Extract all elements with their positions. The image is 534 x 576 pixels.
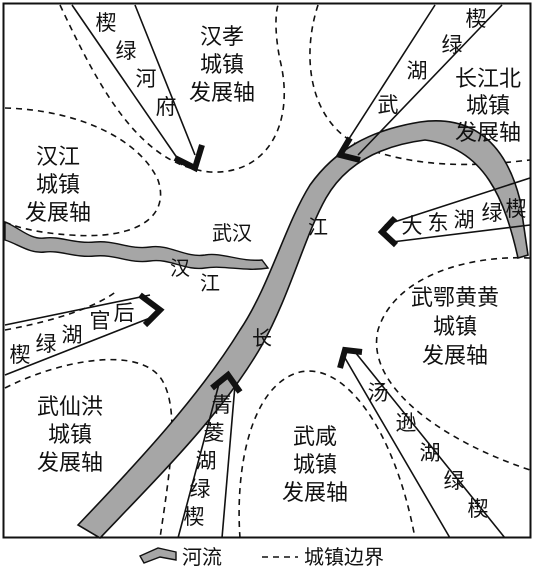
wedge-labels: 楔 绿 河 府 楔 绿 湖 武 大 东 湖 绿 楔 后 官 湖 绿 楔 青 菱 … xyxy=(10,7,527,529)
zone-hanxiao-line2: 城镇 xyxy=(200,53,244,78)
river-hanjiang xyxy=(4,220,270,270)
wedge-tangxunhu-char2: 逊 xyxy=(396,411,417,435)
wedge-tangxunhu-char3: 湖 xyxy=(420,441,441,465)
river-changjiang xyxy=(76,120,529,540)
boundary-wuxian xyxy=(238,370,416,539)
boundary-wuehuanghuang xyxy=(375,256,531,471)
zone-wuxianhong-line3: 发展轴 xyxy=(37,451,103,476)
wedge-houguanhu-arrow-icon xyxy=(138,292,165,328)
wedge-dadonghu-char4: 绿 xyxy=(482,201,503,225)
river-hanjiang-char-jiang: 江 xyxy=(200,271,220,295)
zone-wuehuanghuang-line3: 发展轴 xyxy=(422,344,488,369)
zone-hanxiao-line3: 发展轴 xyxy=(189,81,255,106)
wedge-tangxunhu-char4: 绿 xyxy=(444,469,465,493)
zone-wuehuanghuang-line1: 武鄂黄黄 xyxy=(411,286,499,311)
wedge-wuhu-char4: 武 xyxy=(378,93,399,117)
wedge-wuhu-line-b xyxy=(357,4,503,156)
wedge-qinglinghu-line-a xyxy=(177,379,221,539)
wedge-wuhu-char3: 湖 xyxy=(407,59,428,83)
wedge-wuhu-arrow-icon xyxy=(335,136,361,163)
zone-hanjiang-line1: 汉江 xyxy=(36,145,80,170)
wedge-dadonghu-line-a xyxy=(384,177,531,226)
map-frame xyxy=(2,2,532,539)
wedge-hefu-line-b xyxy=(134,4,196,156)
wedge-tangxunhu-line-a xyxy=(344,357,451,539)
wedge-dadonghu-char3: 湖 xyxy=(454,208,475,232)
wedge-wuhu-line-a xyxy=(344,4,436,146)
wedge-hefu-char2: 绿 xyxy=(116,39,137,63)
green-wedges xyxy=(4,4,531,539)
wedge-hefu-char4: 府 xyxy=(156,95,177,119)
wedge-tangxunhu-char1: 汤 xyxy=(368,381,389,405)
boundary-houguan xyxy=(4,289,119,331)
wedge-dadonghu-char1: 大 xyxy=(402,214,423,238)
wedge-hefu-line-a xyxy=(71,4,183,166)
wedge-qinglinghu-char2: 菱 xyxy=(204,421,225,445)
zone-wuxianhong-line1: 武仙洪 xyxy=(37,395,103,420)
legend: 河流 城镇边界 xyxy=(139,545,384,569)
zone-hanjiang-line3: 发展轴 xyxy=(25,201,91,226)
boundary-wuxianhong xyxy=(4,358,173,539)
zone-wuxian-line1: 武咸 xyxy=(293,425,337,450)
zone-hanxiao-line1: 汉孝 xyxy=(200,25,244,50)
zone-hanjiang-line2: 城镇 xyxy=(36,173,80,198)
zone-wuxian-line2: 城镇 xyxy=(293,453,337,478)
wedge-houguanhu-char2: 官 xyxy=(90,309,111,333)
legend-river-icon xyxy=(139,547,177,564)
boundary-hanxiao xyxy=(59,4,285,173)
wedge-wuhu-char2: 绿 xyxy=(442,33,463,57)
wedge-houguanhu-line-a xyxy=(4,294,151,326)
wedge-dadonghu-char5: 楔 xyxy=(506,197,527,221)
wedge-tangxunhu-line-b xyxy=(354,351,506,539)
place-labels: 武汉 江 长 汉 江 xyxy=(170,215,328,350)
wedge-qinglinghu-char1: 青 xyxy=(212,393,233,417)
wedge-hefu-char1: 楔 xyxy=(96,11,117,35)
wedge-houguanhu-char5: 楔 xyxy=(10,343,31,367)
wedge-houguanhu-char3: 湖 xyxy=(62,323,83,347)
zone-wuxianhong-line2: 城镇 xyxy=(48,423,92,448)
legend-river-label: 河流 xyxy=(182,545,222,569)
river-hanjiang-char-han: 汉 xyxy=(170,256,190,280)
zone-wuhu-north-line3: 发展轴 xyxy=(455,121,521,146)
wedge-wuhu-char1: 楔 xyxy=(466,7,487,31)
wedge-qinglinghu-char4: 绿 xyxy=(190,477,211,501)
wedge-tangxunhu-arrow-icon xyxy=(337,346,363,369)
zone-wuehuanghuang-line2: 城镇 xyxy=(433,315,477,340)
zone-wuxian-line3: 发展轴 xyxy=(282,481,348,506)
wedge-qinglinghu-char5: 楔 xyxy=(184,505,205,529)
wedge-houguanhu-char4: 绿 xyxy=(36,332,57,356)
wedge-qinglinghu-char3: 湖 xyxy=(196,449,217,473)
wedge-dadonghu-line-b xyxy=(391,224,531,243)
wedge-dadonghu-char2: 东 xyxy=(428,211,449,235)
legend-boundary-label: 城镇边界 xyxy=(304,545,384,569)
wedge-tangxunhu-char5: 楔 xyxy=(468,497,489,521)
wedge-qinglinghu-line-b xyxy=(221,384,236,539)
zone-wuhu-north-line1: 长江北 xyxy=(455,67,521,92)
zone-wuhu-north-line2: 城镇 xyxy=(466,94,510,119)
zone-labels: 汉孝 城镇 发展轴 汉江 城镇 发展轴 长江北 城镇 发展轴 武鄂黄黄 城镇 发… xyxy=(25,25,521,506)
river-changjiang-char-jiang: 江 xyxy=(308,215,328,239)
wedge-houguanhu-char1: 后 xyxy=(114,301,135,325)
place-wuhan: 武汉 xyxy=(212,221,252,245)
wedge-hefu-char3: 河 xyxy=(136,67,157,91)
wedge-houguanhu-line-b xyxy=(4,317,151,376)
wedge-hefu-arrow-icon xyxy=(173,144,205,173)
wedge-dadonghu-arrow-icon xyxy=(377,215,399,248)
river-changjiang-char-chang: 长 xyxy=(252,326,272,350)
wedge-qinglinghu-arrow-icon xyxy=(210,370,243,394)
